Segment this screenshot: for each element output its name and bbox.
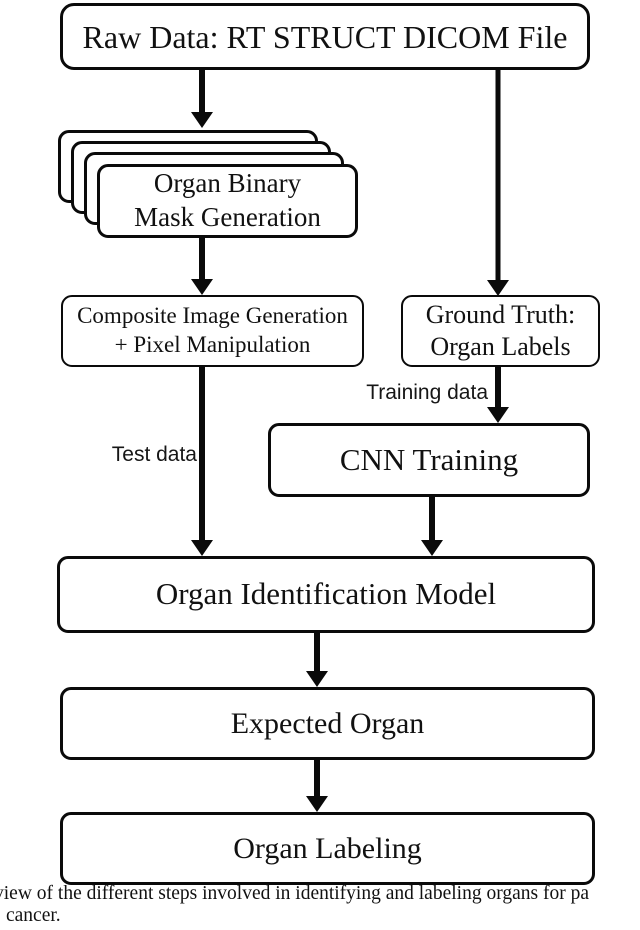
arrow-shaft bbox=[314, 760, 320, 801]
edge-label-training-data: Training data bbox=[366, 381, 488, 404]
arrow-maskstack-to-composite bbox=[191, 238, 213, 295]
arrow-composite-to-model bbox=[191, 367, 213, 556]
node-model-label: Organ Identification Model bbox=[155, 576, 497, 612]
arrow-shaft bbox=[314, 633, 320, 676]
node-composite-line1: Composite Image Generation bbox=[77, 303, 348, 329]
arrow-rawdata-to-maskstack bbox=[191, 70, 213, 128]
figure-caption: view of the different steps involved in … bbox=[0, 883, 640, 927]
arrow-head-icon bbox=[191, 279, 213, 295]
node-composite-image-generation: Composite Image Generation + Pixel Manip… bbox=[61, 295, 364, 367]
edge-label-test-data: Test data bbox=[111, 443, 197, 466]
arrow-head-icon bbox=[487, 280, 509, 296]
arrow-groundtruth-to-cnn bbox=[487, 367, 509, 423]
arrow-head-icon bbox=[421, 540, 443, 556]
node-organ-identification-model: Organ Identification Model bbox=[57, 556, 595, 633]
node-composite-line2: + Pixel Manipulation bbox=[114, 332, 311, 357]
figure-caption-line1: view of the different steps involved in … bbox=[0, 883, 589, 904]
arrow-shaft bbox=[199, 238, 205, 284]
arrow-cnn-to-model bbox=[421, 497, 443, 556]
arrow-head-icon bbox=[306, 796, 328, 812]
node-cnn-training: CNN Training bbox=[268, 423, 590, 497]
node-mask-line1: Organ Binary bbox=[153, 168, 302, 199]
node-organ-binary-mask-generation: Organ Binary Mask Generation bbox=[97, 164, 358, 238]
arrow-rawdata-to-groundtruth bbox=[487, 70, 509, 296]
node-raw-data-label: Raw Data: RT STRUCT DICOM File bbox=[82, 18, 568, 55]
node-labeling-label: Organ Labeling bbox=[233, 831, 422, 865]
arrow-head-icon bbox=[191, 112, 213, 128]
node-groundtruth-line2: Organ Labels bbox=[430, 332, 571, 361]
arrow-shaft bbox=[495, 367, 501, 412]
arrow-head-icon bbox=[487, 407, 509, 423]
arrow-shaft bbox=[199, 367, 205, 545]
node-organ-labeling: Organ Labeling bbox=[60, 812, 595, 885]
arrow-expected-to-labeling bbox=[306, 760, 328, 812]
arrow-head-icon bbox=[306, 671, 328, 687]
arrow-shaft bbox=[495, 70, 501, 285]
arrow-model-to-expected bbox=[306, 633, 328, 687]
node-ground-truth: Ground Truth: Organ Labels bbox=[401, 295, 600, 367]
node-mask-line2: Mask Generation bbox=[134, 202, 321, 232]
node-expected-label: Expected Organ bbox=[230, 706, 425, 740]
arrow-shaft bbox=[199, 70, 205, 117]
node-cnn-label: CNN Training bbox=[339, 441, 519, 477]
arrow-shaft bbox=[429, 497, 435, 545]
node-expected-organ: Expected Organ bbox=[60, 687, 595, 760]
node-raw-data: Raw Data: RT STRUCT DICOM File bbox=[60, 3, 590, 70]
figure-caption-line2: cancer. bbox=[6, 905, 61, 926]
node-groundtruth-line1: Ground Truth: bbox=[425, 299, 576, 329]
arrow-head-icon bbox=[191, 540, 213, 556]
